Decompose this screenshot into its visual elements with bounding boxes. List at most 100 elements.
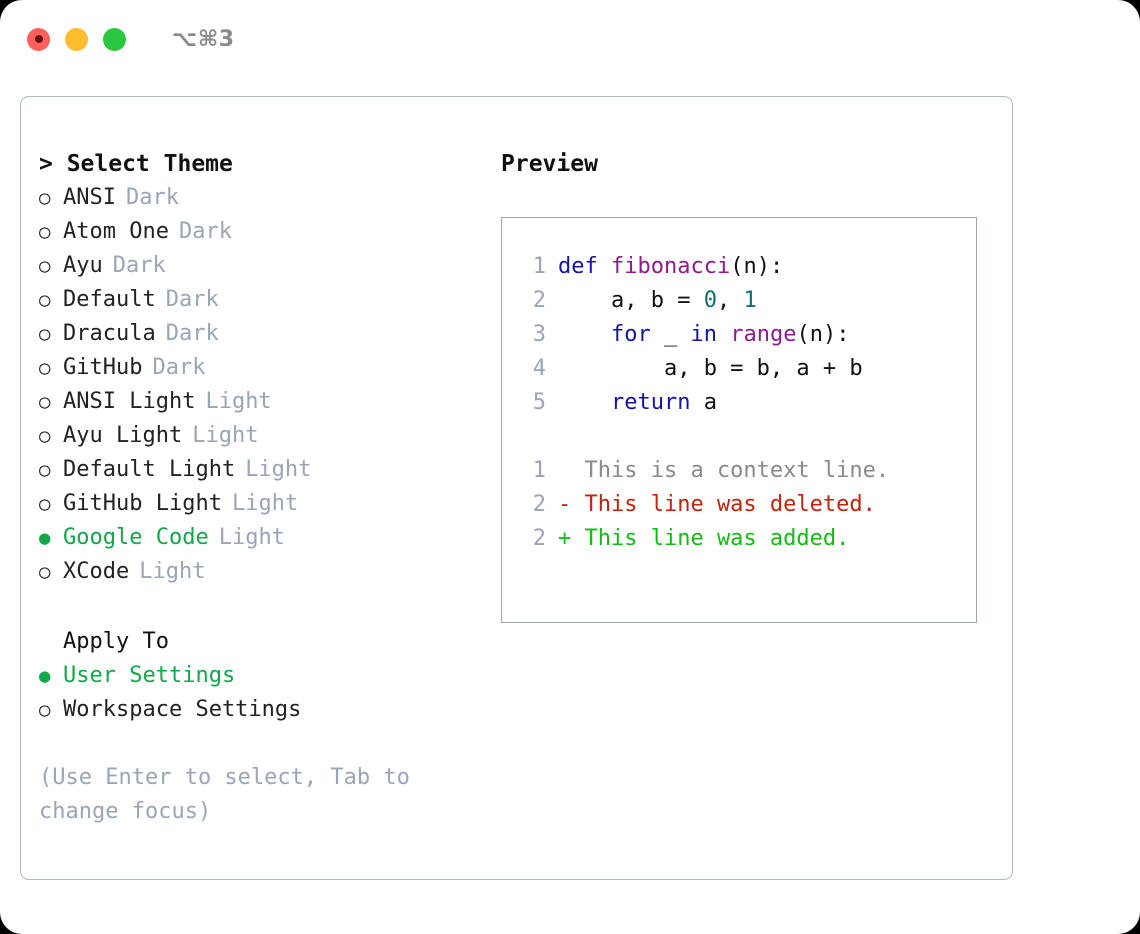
token-fn: range — [730, 322, 797, 347]
theme-option-label: Dracula — [63, 321, 156, 346]
diff-sample: 1 This is a context line. 2 - This line wa… — [520, 454, 976, 556]
diff-line: 1 This is a context line. — [520, 454, 976, 488]
apply-to-heading: Apply To — [63, 629, 169, 654]
token-pl: a, b = — [558, 288, 704, 313]
theme-variant-tag: Dark — [112, 253, 166, 278]
minimize-button[interactable] — [65, 27, 88, 51]
theme-variant-tag: Dark — [178, 219, 232, 244]
record-indicator-icon — [34, 35, 43, 43]
theme-option-default-light[interactable]: ○ Default Light Light — [39, 453, 479, 487]
theme-variant-tag: Dark — [165, 287, 219, 312]
radio-unselected-icon: ○ — [39, 561, 51, 583]
theme-option-label: Default Light — [63, 457, 236, 482]
theme-variant-tag: Light — [218, 525, 285, 550]
theme-variant-tag: Light — [205, 389, 272, 414]
radio-unselected-icon: ○ — [39, 459, 51, 481]
token-kw: in — [690, 322, 717, 347]
theme-variant-tag: Light — [245, 457, 312, 482]
apply-to-option-list: ● User Settings ○Workspace Settings — [39, 659, 479, 727]
code-line-text: for _ in range(n): — [558, 318, 849, 352]
radio-unselected-icon: ○ — [39, 357, 51, 379]
radio-selected-icon: ● — [39, 665, 51, 687]
diff-line: 2 - This line was deleted. — [520, 488, 976, 522]
radio-unselected-icon: ○ — [39, 425, 51, 447]
token-kw: return — [610, 390, 691, 415]
theme-variant-tag: Dark — [125, 185, 179, 210]
theme-option-label: ANSI Light — [63, 389, 196, 414]
theme-option-xcode[interactable]: ○ XCode Light — [39, 555, 479, 589]
theme-variant-tag: Light — [139, 559, 206, 584]
section-spacer — [39, 589, 479, 625]
radio-unselected-icon: ○ — [39, 323, 51, 345]
diff-line-text: + This line was added. — [558, 522, 849, 556]
maximize-button[interactable] — [103, 27, 126, 51]
token-pl — [558, 390, 611, 415]
line-number: 1 — [532, 458, 546, 483]
theme-option-default[interactable]: ○ Default Dark — [39, 283, 479, 317]
theme-option-label: GitHub Light — [63, 491, 222, 516]
apply-to-option-user-settings[interactable]: ● User Settings — [39, 659, 479, 693]
theme-option-label: Atom One — [63, 219, 169, 244]
diff-line-text: - This line was deleted. — [558, 488, 876, 522]
close-button[interactable] — [27, 27, 50, 51]
theme-option-ansi[interactable]: ○ ANSI Dark — [39, 181, 479, 215]
line-number: 2 — [532, 492, 546, 517]
preview-heading: Preview — [501, 151, 598, 177]
keyboard-shortcut-label: ⌥⌘3 — [172, 26, 235, 52]
theme-variant-tag: Light — [192, 423, 259, 448]
theme-variant-tag: Dark — [152, 355, 206, 380]
select-theme-heading: > Select Theme — [39, 151, 233, 177]
radio-unselected-icon: ○ — [39, 391, 51, 413]
radio-selected-icon: ● — [39, 527, 51, 549]
theme-option-label: Google Code — [63, 525, 209, 550]
theme-option-atom-one[interactable]: ○ Atom One Dark — [39, 215, 479, 249]
code-line: 3 for _ in range(n): — [520, 318, 976, 352]
code-line: 5 return a — [520, 386, 976, 420]
token-del: - This line was deleted. — [558, 492, 876, 517]
token-pl: a — [690, 390, 717, 415]
line-number: 1 — [532, 254, 546, 279]
line-number: 4 — [532, 356, 546, 381]
theme-option-ansi-light[interactable]: ○ ANSI Light Light — [39, 385, 479, 419]
token-pl: (n): — [796, 322, 850, 347]
theme-option-ayu-light[interactable]: ○ Ayu Light Light — [39, 419, 479, 453]
theme-option-label: Default — [63, 287, 156, 312]
code-diff-spacer — [520, 420, 976, 454]
token-pl — [717, 322, 730, 347]
token-pl: _ — [650, 322, 691, 347]
theme-option-label: Ayu Light — [63, 423, 183, 448]
apply-to-option-label: User Settings — [63, 663, 236, 688]
apply-to-option-workspace-settings[interactable]: ○Workspace Settings — [39, 693, 479, 727]
token-pl: , — [716, 288, 744, 313]
code-line: 4 a, b = b, a + b — [520, 352, 976, 386]
theme-option-google-code[interactable]: ● Google Code Light — [39, 521, 479, 555]
radio-unselected-icon: ○ — [39, 289, 51, 311]
theme-option-label: XCode — [63, 559, 130, 584]
theme-option-github-light[interactable]: ○ GitHub Light Light — [39, 487, 479, 521]
code-line-text: a, b = b, a + b — [558, 352, 863, 386]
token-kw: for — [610, 322, 651, 347]
token-fn: fibonacci — [610, 254, 731, 279]
line-number: 3 — [532, 322, 546, 347]
radio-unselected-icon: ○ — [39, 187, 51, 209]
radio-unselected-icon: ○ — [39, 493, 51, 515]
code-line: 2 a, b = 0, 1 — [520, 284, 976, 318]
radio-unselected-icon: ○ — [39, 221, 51, 243]
token-num: 1 — [743, 288, 757, 313]
theme-option-label: ANSI — [63, 185, 116, 210]
code-line-text: def fibonacci(n): — [558, 250, 783, 284]
line-number: 2 — [532, 526, 546, 551]
line-number: 5 — [532, 390, 546, 415]
line-number: 2 — [532, 288, 546, 313]
theme-variant-tag: Light — [231, 491, 299, 516]
token-num: 0 — [703, 288, 717, 313]
